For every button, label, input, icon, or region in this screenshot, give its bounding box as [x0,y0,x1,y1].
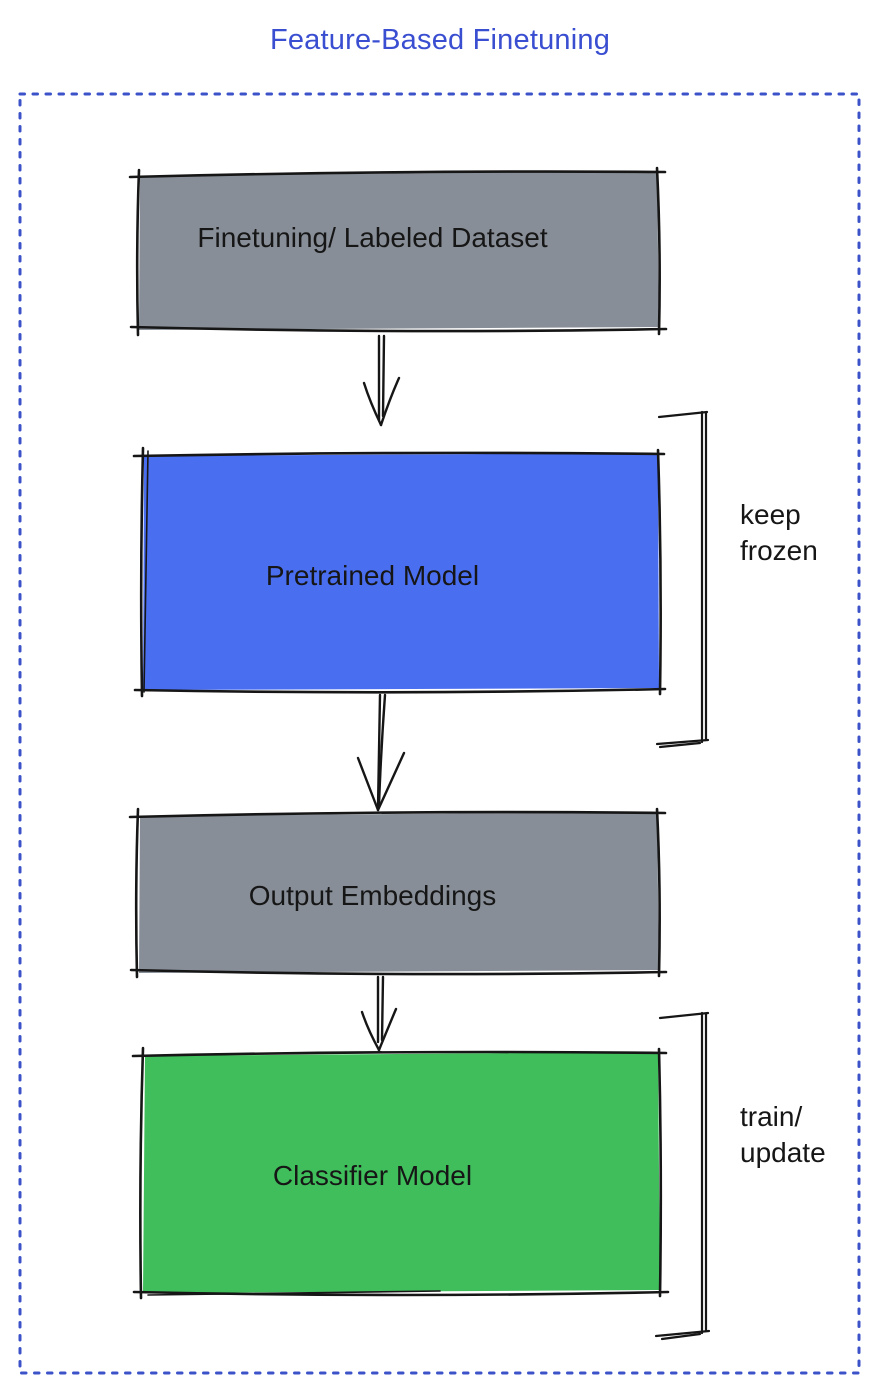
dotted-frame [18,92,861,1375]
node-embeddings-fill [139,812,659,973]
node-dataset-label: Finetuning/ Labeled Dataset [197,222,548,253]
node-dataset-fill [139,171,659,330]
annotation-keep-frozen-line2: frozen [740,535,818,566]
node-pretrained-label: Pretrained Model [265,560,480,591]
arrow-pretrained-to-embeddings [356,693,406,812]
annotation-train-update: train/ update [740,1099,826,1171]
node-pretrained-box [132,446,667,698]
node-classifier-box [131,1046,670,1300]
node-classifier-label: Classifier Model [272,1160,473,1191]
annotation-train-update-line2: update [740,1137,826,1168]
annotation-train-update-line1: train/ [740,1101,803,1132]
diagram-title: Feature-Based Finetuning [269,24,611,56]
annotation-keep-frozen-line1: keep [740,499,801,530]
annotation-keep-frozen: keep frozen [740,497,818,569]
arrow-embeddings-to-classifier [360,975,398,1052]
node-classifier-fill [143,1052,660,1293]
bracket-train-update [654,1011,711,1341]
node-dataset-box [128,166,668,337]
bracket-keep-frozen [655,410,710,749]
node-embeddings-box [128,807,668,979]
node-embeddings-label: Output Embeddings [248,880,497,911]
node-pretrained-fill [143,453,659,690]
arrow-dataset-to-pretrained [362,334,401,427]
